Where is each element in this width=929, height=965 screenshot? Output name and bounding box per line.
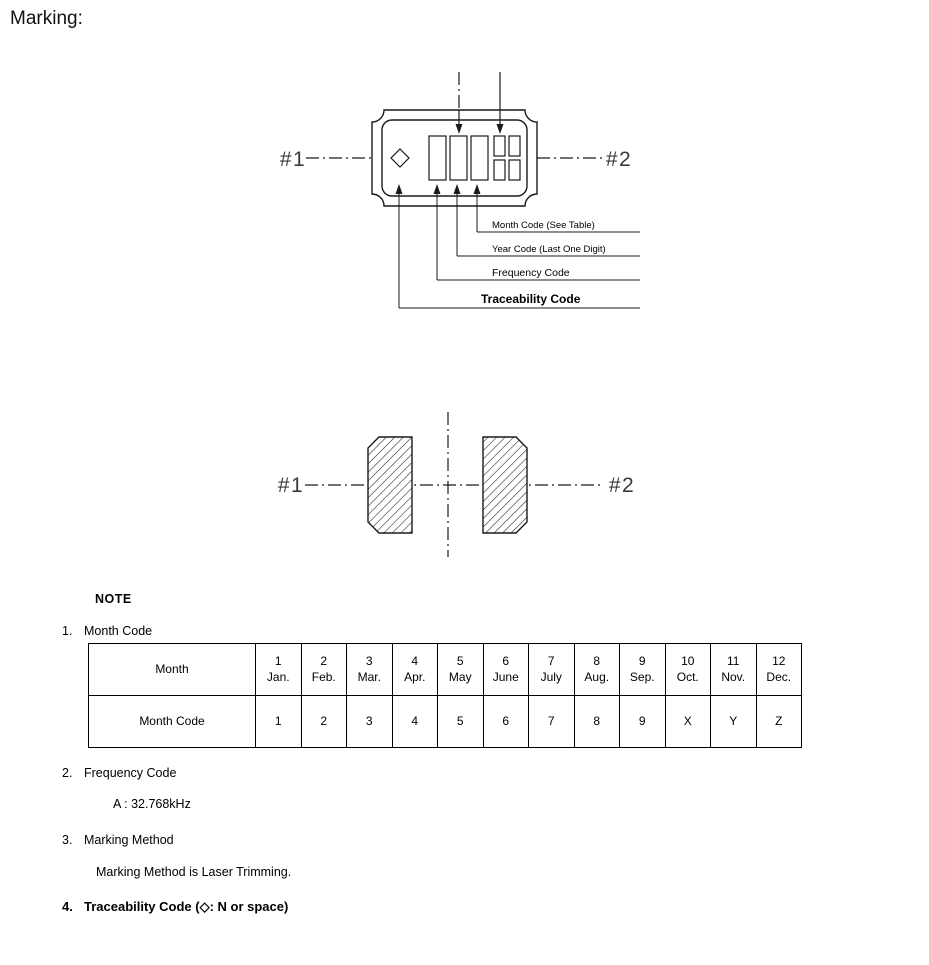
month-code-cell: 7 (528, 695, 575, 748)
note-heading: NOTE (95, 592, 132, 606)
top-view-pin1-label: #1 (280, 148, 306, 171)
top-view-pin2-label: #2 (606, 148, 632, 171)
month-code-segment-box (493, 159, 506, 181)
month-code-cell: 4 (391, 695, 438, 748)
marking-method-detail: Marking Method is Laser Trimming. (96, 865, 292, 879)
month-code-callout: Month Code (See Table) (492, 220, 595, 231)
note-item-1-title: Month Code (84, 624, 153, 638)
month-code-box (470, 135, 489, 181)
package-outline (371, 109, 538, 207)
note-item-3-number: 3. (62, 833, 73, 847)
month-code-cell: 6 (482, 695, 529, 748)
bottom-view-pin2-label: #2 (609, 474, 635, 497)
page-title: Marking: (10, 8, 83, 29)
note-item-month-code: 1. Month Code (62, 624, 152, 638)
note-item-1-number: 1. (62, 624, 73, 638)
arrow-up-icon (395, 184, 403, 194)
month-code-cell: 8 (573, 695, 620, 748)
month-code-cell: 9 (619, 695, 666, 748)
note-item-frequency-code: 2. Frequency Code (62, 766, 176, 780)
arrow-up-icon (473, 184, 481, 194)
note-item-3-title: Marking Method (84, 833, 174, 847)
month-code-cell: 1 (255, 695, 302, 748)
month-code-cell: 5 (437, 695, 484, 748)
year-code-callout: Year Code (Last One Digit) (492, 244, 606, 255)
code-row-header: Month Code (88, 695, 256, 748)
note-item-traceability-code: 4. Traceability Code (◇: N or space) (62, 899, 288, 915)
month-row-header: Month (88, 643, 256, 696)
month-code-cell: X (664, 695, 711, 748)
top-view-diagram (306, 72, 640, 309)
package-inner-outline (381, 119, 528, 197)
bottom-view-pin1-label: #1 (278, 474, 304, 497)
note-item-4-title: Traceability Code (◇: N or space) (84, 899, 289, 914)
pad-1-hatched (367, 436, 413, 534)
month-code-segment-box (493, 135, 506, 157)
arrow-down-icon (496, 124, 504, 134)
note-item-marking-method: 3. Marking Method (62, 833, 174, 847)
bottom-view-diagram (305, 412, 600, 557)
frequency-code-callout: Frequency Code (492, 267, 570, 279)
traceability-mark-diamond (390, 148, 410, 168)
month-code-segment-box (508, 135, 521, 157)
note-item-2-number: 2. (62, 766, 73, 780)
month-code-cell: 2 (300, 695, 347, 748)
note-item-4-number: 4. (62, 899, 73, 914)
note-item-2-title: Frequency Code (84, 766, 177, 780)
traceability-code-callout: Traceability Code (481, 292, 581, 306)
arrow-up-icon (453, 184, 461, 194)
month-code-cell: Y (710, 695, 757, 748)
frequency-code-box (428, 135, 447, 181)
frequency-code-detail: A : 32.768kHz (113, 797, 191, 811)
month-code-segment-box (508, 159, 521, 181)
arrow-down-icon (455, 124, 463, 134)
month-code-cell: Z (755, 695, 802, 748)
year-code-box (449, 135, 468, 181)
arrow-up-icon (433, 184, 441, 194)
pad-2-hatched (482, 436, 528, 534)
month-code-cell: 3 (346, 695, 393, 748)
